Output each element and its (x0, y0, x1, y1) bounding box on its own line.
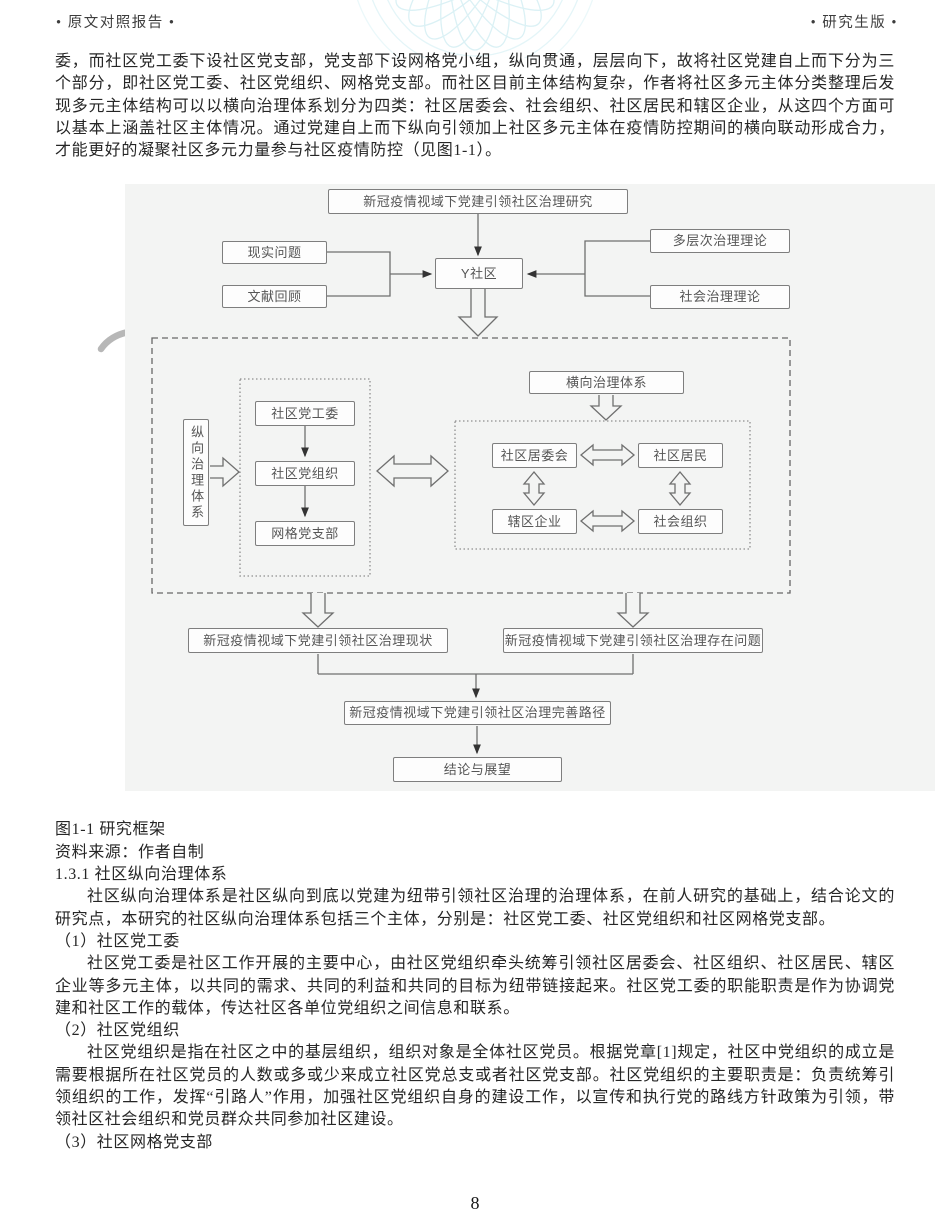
node-residents-committee: 社区居委会 (492, 443, 577, 469)
page-number: 8 (470, 1193, 480, 1213)
paragraph-vertical-system: 社区纵向治理体系是社区纵向到底以党建为纽带引领社区治理的治理体系，在前人研究的基… (55, 888, 895, 928)
node-party-committee: 社区党工委 (255, 401, 355, 427)
node-social-orgs: 社会组织 (638, 509, 723, 535)
node-grid-branch: 网格党支部 (255, 521, 355, 547)
node-y-community: Y社区 (435, 258, 523, 290)
item1-heading: （1）社区党工委 (55, 932, 180, 950)
item3-heading: （3）社区网格党支部 (55, 1133, 214, 1151)
node-social-theory: 社会治理理论 (650, 285, 790, 310)
node-multilevel-theory: 多层次治理理论 (650, 229, 790, 254)
header-right-label: • 研究生版 • (810, 15, 898, 31)
node-residents: 社区居民 (638, 443, 723, 469)
paragraph-party-committee: 社区党工委是社区工作开展的主要中心，由社区党组织牵头统筹引领社区居委会、社区组织… (55, 955, 895, 1017)
node-path: 新冠疫情视域下党建引领社区治理完善路径 (344, 701, 611, 726)
figure-source: 资料来源：作者自制 (55, 843, 205, 861)
node-conclusion: 结论与展望 (393, 757, 562, 783)
node-enterprises: 辖区企业 (492, 509, 577, 535)
page-header: • 原文对照报告 • • 研究生版 • (56, 11, 898, 32)
paragraph-continuation: 委，而社区党工委下设社区党支部，党支部下设网格党小组，纵向贯通，层层向下，故将社… (55, 53, 895, 160)
header-left-label: • 原文对照报告 • (56, 15, 176, 31)
section-heading: 1.3.1 社区纵向治理体系 (55, 866, 228, 884)
node-problems: 新冠疫情视域下党建引领社区治理存在问题 (503, 628, 763, 654)
item2-heading: （2）社区党组织 (55, 1022, 180, 1040)
figure-caption: 图1-1 研究框架 (55, 821, 166, 839)
document-content: 委，而社区党工委下设社区党支部，党支部下设网格党小组，纵向贯通，层层向下，故将社… (55, 51, 935, 1154)
node-top-title: 新冠疫情视域下党建引领社区治理研究 (328, 189, 628, 215)
node-reality: 现实问题 (222, 241, 327, 265)
node-literature: 文献回顾 (222, 285, 327, 309)
node-party-org: 社区党组织 (255, 461, 355, 487)
node-horizontal-system: 横向治理体系 (529, 371, 684, 395)
paragraph-party-org: 社区党组织是指在社区之中的基层组织，组织对象是全体社区党员。根据党章[1]规定，… (55, 1044, 895, 1129)
flowchart-connectors (151, 213, 791, 755)
node-vertical-system: 纵向治理体系 (183, 419, 209, 527)
node-status: 新冠疫情视域下党建引领社区治理现状 (188, 628, 448, 654)
research-framework-figure: 新冠疫情视域下党建引领社区治理研究 现实问题 文献回顾 Y社区 多层次治理理论 … (125, 184, 935, 792)
